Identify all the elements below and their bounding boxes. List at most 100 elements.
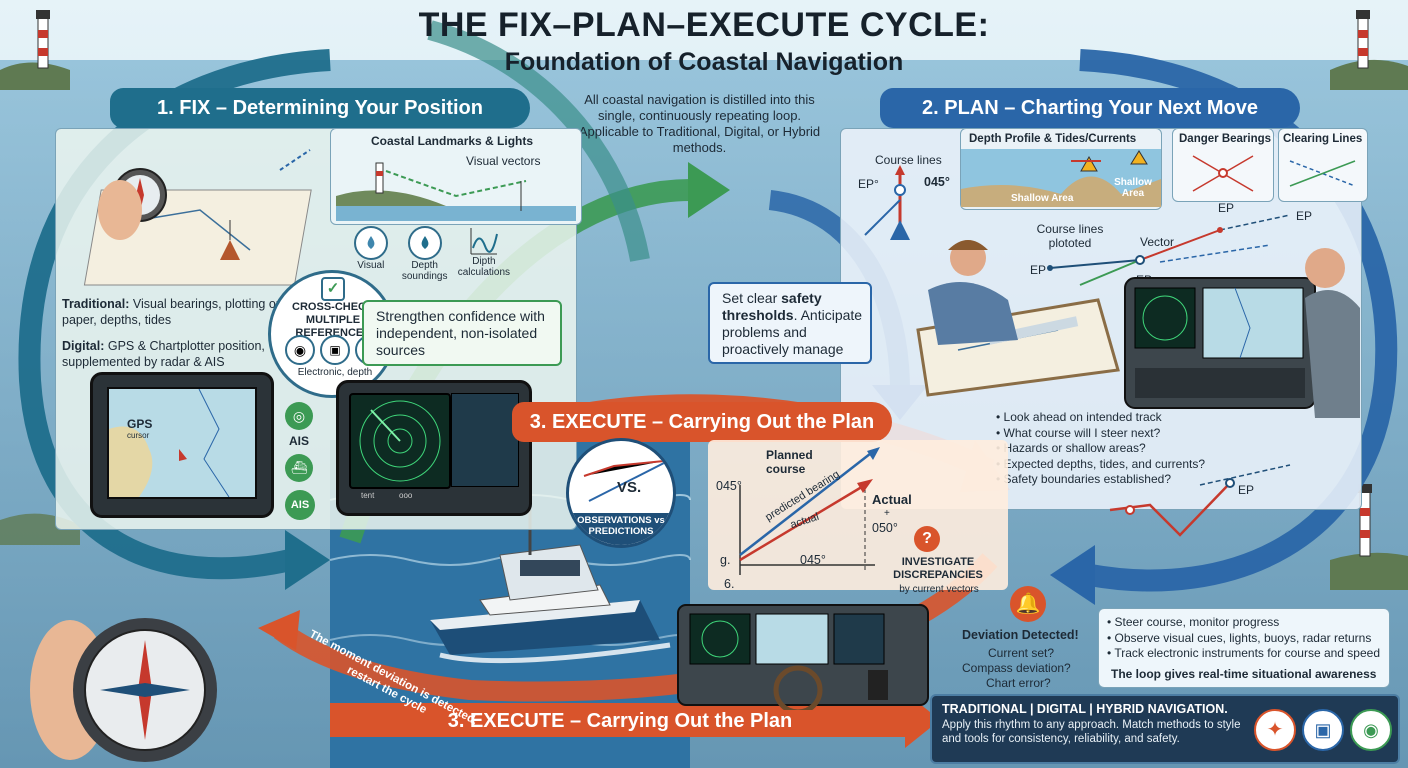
- radar-display: tent ooo: [336, 380, 532, 516]
- course-plotted-vector-diagram: [1047, 214, 1291, 286]
- safety-text-part2: . Anticipate problems and proactively ma…: [722, 307, 863, 357]
- vector-label: Vector: [1140, 235, 1175, 249]
- digital-description: Digital: GPS & Chartplotter position, su…: [62, 338, 302, 370]
- depth-profile-title: Depth Profile & Tides/Currents: [969, 133, 1137, 145]
- ais-location-icon: ◎: [285, 402, 313, 430]
- shallow-label-2: Shallow Area: [1114, 177, 1152, 199]
- deviation-item-1: Current set?: [988, 646, 1055, 660]
- plan-question: Expected depths, tides, and currents?: [996, 457, 1256, 473]
- footer-tablet-icon: ▣: [1302, 709, 1344, 751]
- footer-panel: TRADITIONAL | DIGITAL | HYBRID NAVIGATIO…: [930, 694, 1400, 764]
- vs-label: VS.: [617, 479, 642, 496]
- monitor-list: Steer course, monitor progress Observe v…: [1107, 615, 1380, 662]
- fix-icon-label-calc: Dipth calculations: [457, 256, 511, 278]
- danger-bearings-panel: Danger Bearings: [1172, 128, 1274, 202]
- actual-angle: 050°: [872, 521, 898, 535]
- gps-screen: GPS cursor: [107, 387, 257, 499]
- fix-icon-visual: Visual: [350, 226, 392, 296]
- crosscheck-title: CROSS-CHECK MULTIPLE REFERENCES: [292, 301, 374, 339]
- crosscheck-callout: Strengthen confidence with independent, …: [362, 300, 562, 366]
- page-subtitle: Foundation of Coastal Navigation: [504, 48, 904, 76]
- coastal-landmarks-panel: Coastal Landmarks & Lights Visual vector…: [330, 128, 582, 225]
- monitor-item: Steer course, monitor progress: [1107, 615, 1380, 631]
- safety-text: Set clear safety thresholds. Anticipate …: [722, 290, 867, 358]
- traditional-tools-illustration: [80, 140, 320, 290]
- course-lines-sketch: [864, 165, 910, 240]
- planned-angle: 045°: [716, 479, 742, 493]
- traditional-text: Visual bearings, plotting on paper, dept…: [62, 297, 283, 327]
- actual-plus: +: [884, 508, 890, 519]
- fix-icon-label-visual: Visual: [357, 260, 385, 271]
- plan-questions-list: Look ahead on intended track What course…: [996, 410, 1256, 488]
- crosscheck-sub: Electronic, depth: [297, 367, 373, 378]
- danger-bearings-title: Danger Bearings: [1179, 133, 1272, 145]
- ep-label-course: EP°: [858, 177, 879, 191]
- clearing-lines-panel: Clearing Lines: [1278, 128, 1368, 202]
- footer-title: TRADITIONAL | DIGITAL | HYBRID NAVIGATIO…: [942, 702, 1228, 716]
- safety-thresholds-callout: Set clear safety thresholds. Anticipate …: [708, 282, 872, 364]
- plan-banner: 2. PLAN – Charting Your Next Move: [880, 88, 1300, 128]
- lighthouse-left-icon: [0, 10, 70, 90]
- radar-text-1: tent: [361, 491, 375, 500]
- teal-cycle-arrow: [427, 20, 650, 262]
- obs-vs-pred-label: OBSERVATIONS vs PREDICTIONS: [577, 515, 665, 537]
- plan-banner-label: 2. PLAN – Charting Your Next Move: [922, 96, 1258, 119]
- ep-angle-course: 045°: [924, 175, 950, 189]
- gps-chartplotter: GPS cursor: [90, 372, 274, 518]
- bottom-angle: 045°: [800, 553, 826, 567]
- traditional-description: Traditional: Visual bearings, plotting o…: [62, 296, 287, 328]
- fix-banner: 1. FIX – Determining Your Position: [110, 88, 530, 128]
- page-title: THE FIX–PLAN–EXECUTE CYCLE:: [418, 6, 990, 44]
- planned-course-label: Planned course: [766, 448, 813, 476]
- ais-label-1: AIS: [289, 434, 310, 448]
- monitor-panel: Steer course, monitor progress Observe v…: [1098, 608, 1390, 688]
- question-icon: ?: [914, 526, 940, 552]
- ep-label-3: EP: [1218, 201, 1235, 215]
- monitor-item: Observe visual cues, lights, buoys, rada…: [1107, 631, 1380, 647]
- digital-label: Digital:: [62, 339, 105, 353]
- loop-note: The loop gives real-time situational awa…: [1111, 667, 1377, 681]
- crosscheck-text: Strengthen confidence with independent, …: [376, 308, 545, 358]
- execute-banner: 3. EXECUTE – Carrying Out the Plan: [512, 402, 892, 442]
- plan-question: Look ahead on intended track: [996, 410, 1256, 426]
- water-drop-icon: [407, 226, 442, 260]
- monitor-icon: ▣: [320, 335, 350, 365]
- ais-icons: ◎ AIS ⛴ AIS: [285, 402, 325, 532]
- ep-label-1: EP: [1030, 263, 1047, 277]
- hand-compass-illustration: [30, 618, 217, 762]
- ep-label-track: EP: [1238, 483, 1255, 497]
- visual-vectors-label: Visual vectors: [466, 154, 541, 168]
- investigate-sub: by current vectors: [899, 584, 979, 595]
- footer-text: Apply this rhythm to any approach. Match…: [942, 719, 1241, 745]
- execute-banner-label: 3. EXECUTE – Carrying Out the Plan: [529, 410, 875, 433]
- eye-drop-icon: [353, 226, 388, 260]
- plan-questions: Look ahead on intended track What course…: [996, 410, 1256, 488]
- gps-sub: cursor: [127, 431, 150, 440]
- gps-label: GPS: [127, 417, 153, 431]
- bottom-execute-banner: 3. EXECUTE – Carrying Out the Plan: [350, 704, 890, 738]
- chart-table-illustration: [916, 240, 1120, 397]
- helm-console-illustration: [677, 604, 929, 710]
- axis-letter-1: g.: [720, 553, 731, 567]
- safety-text-bold: safety thresholds: [722, 290, 822, 323]
- traditional-label: Traditional:: [62, 297, 130, 311]
- axis-letter-2: 6.: [724, 577, 735, 591]
- eye-icon: ◉: [285, 335, 315, 365]
- alarm-bell-icon: 🔔: [1010, 586, 1046, 622]
- coastal-landmarks-title: Coastal Landmarks & Lights: [371, 134, 534, 148]
- fix-icon-label-depth: Depth soundings: [401, 260, 448, 282]
- deviation-title: Deviation Detected!: [962, 628, 1079, 642]
- ep-label-4: EP: [1296, 209, 1313, 223]
- obs-vs-pred-badge: VS. OBSERVATIONS vs PREDICTIONS: [566, 438, 676, 548]
- footer-radar-icon: ◉: [1350, 709, 1392, 751]
- fix-method-icons: Visual Depth soundings Dipth calculation…: [350, 226, 510, 296]
- radar-screen: [349, 393, 451, 489]
- course-plotted-label: Course lines plototed: [1036, 222, 1104, 250]
- radar-data-panel: [451, 393, 519, 487]
- plan-question: Safety boundaries established?: [996, 472, 1256, 488]
- deviation-item-2: Compass deviation?: [962, 661, 1071, 675]
- intro-text: All coastal navigation is distilled into…: [578, 92, 821, 155]
- powerboat-illustration: [430, 510, 671, 664]
- lighthouse-bottom-right-icon: [1330, 484, 1408, 590]
- bottom-execute-banner-label: 3. EXECUTE – Carrying Out the Plan: [447, 709, 793, 732]
